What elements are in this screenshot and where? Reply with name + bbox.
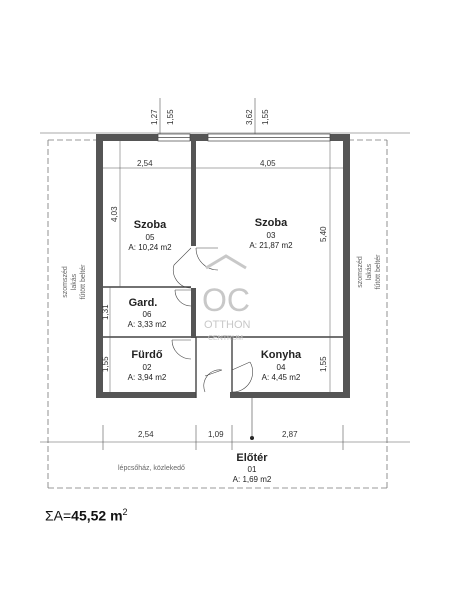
total-area: ΣA=45,52 m2 bbox=[45, 507, 128, 524]
dim-top-right-2: 1,55 bbox=[261, 109, 270, 125]
stairwell-label: lépcsőház, közlekedő bbox=[118, 465, 185, 472]
room-area: A: 21,87 m2 bbox=[249, 241, 293, 250]
dim-left-height: 4,03 bbox=[110, 206, 119, 222]
top-dimension-lines bbox=[40, 98, 410, 140]
svg-text:lakás: lakás bbox=[71, 273, 78, 290]
room-area: A: 1,69 m2 bbox=[233, 475, 272, 484]
room-name: Szoba bbox=[255, 217, 288, 229]
room-furdo-02: Fürdő 02 A: 3,94 m2 bbox=[128, 349, 167, 382]
room-number: 02 bbox=[143, 363, 152, 372]
room-number: 03 bbox=[267, 231, 276, 240]
room-name: Előtér bbox=[236, 452, 268, 464]
room-number: 06 bbox=[143, 310, 152, 319]
room-name: Szoba bbox=[134, 219, 167, 231]
dim-bath-height: 1,55 bbox=[101, 356, 110, 372]
room-name: Gard. bbox=[129, 297, 158, 309]
neighbor-label-right: szomszéd lakás fűtött beltér bbox=[357, 254, 382, 290]
total-prefix: ΣA= bbox=[45, 507, 72, 524]
svg-text:OC: OC bbox=[202, 282, 250, 318]
svg-text:OTTHON: OTTHON bbox=[204, 319, 250, 331]
room-number: 01 bbox=[248, 465, 257, 474]
room-area: A: 10,24 m2 bbox=[128, 243, 172, 252]
svg-text:fűtött beltér: fűtött beltér bbox=[375, 254, 382, 290]
dim-inner-right: 4,05 bbox=[260, 159, 276, 168]
room-number: 04 bbox=[277, 363, 286, 372]
windows bbox=[157, 133, 331, 142]
room-area: A: 3,33 m2 bbox=[128, 320, 167, 329]
total-unit: 2 bbox=[122, 507, 128, 517]
total-value: 45,52 m bbox=[71, 507, 123, 524]
dim-bottom-1: 2,54 bbox=[138, 430, 154, 439]
dim-bottom-2: 1,09 bbox=[208, 430, 224, 439]
room-szoba-05: Szoba 05 A: 10,24 m2 bbox=[128, 219, 172, 252]
walls bbox=[96, 134, 350, 398]
dim-inner-left: 2,54 bbox=[137, 159, 153, 168]
room-konyha-04: Konyha 04 A: 4,45 m2 bbox=[261, 349, 302, 382]
interior-walls bbox=[103, 286, 343, 398]
dim-top-left-1: 1,27 bbox=[150, 109, 159, 125]
room-area: A: 3,94 m2 bbox=[128, 373, 167, 382]
neighbor-label-left: szomszéd lakás fűtött beltér bbox=[62, 264, 87, 300]
dim-top-right-1: 3,62 bbox=[245, 109, 254, 125]
svg-text:CENTRUM: CENTRUM bbox=[208, 335, 243, 342]
svg-text:szomszéd: szomszéd bbox=[357, 256, 364, 288]
room-szoba-03: Szoba 03 A: 21,87 m2 bbox=[249, 217, 293, 250]
doors bbox=[171, 247, 253, 393]
watermark-logo: OC OTTHON CENTRUM bbox=[202, 254, 250, 342]
dim-bottom-3: 2,87 bbox=[282, 430, 298, 439]
dim-kitchen-height: 1,55 bbox=[319, 356, 328, 372]
room-name: Fürdő bbox=[131, 349, 162, 361]
room-name: Konyha bbox=[261, 349, 302, 361]
room-gard-06: Gard. 06 A: 3,33 m2 bbox=[128, 297, 167, 329]
svg-text:szomszéd: szomszéd bbox=[62, 266, 69, 298]
svg-text:fűtött beltér: fűtött beltér bbox=[80, 264, 87, 300]
svg-text:lakás: lakás bbox=[366, 263, 373, 280]
room-number: 05 bbox=[146, 233, 155, 242]
dim-right-height: 5,40 bbox=[319, 226, 328, 242]
bottom-dimension-lines bbox=[40, 425, 410, 450]
dim-top-left-2: 1,55 bbox=[166, 109, 175, 125]
room-eloter-01: Előtér 01 A: 1,69 m2 bbox=[233, 452, 272, 484]
dim-gard-height: 1,31 bbox=[101, 304, 110, 320]
inner-dimension-lines bbox=[103, 141, 343, 392]
room-area: A: 4,45 m2 bbox=[262, 373, 301, 382]
neighbor-boundaries bbox=[47, 139, 388, 489]
